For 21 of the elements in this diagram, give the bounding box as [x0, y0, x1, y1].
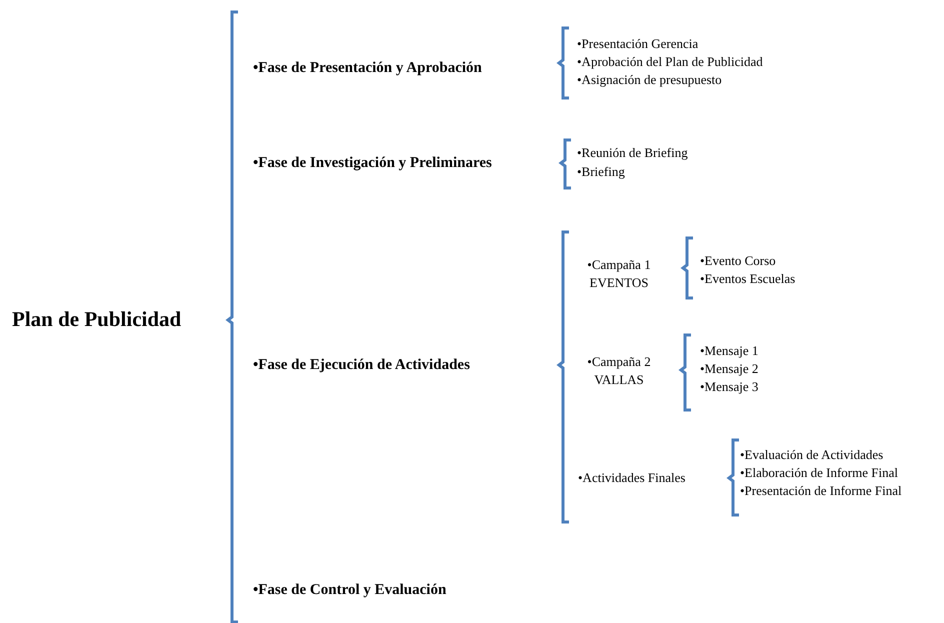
sub-item: •Evaluación de Actividades	[740, 446, 884, 464]
phase-item: •Fase de Investigación y Preliminares	[253, 154, 492, 172]
sub-item: •Actividades Finales	[578, 469, 686, 487]
sub-item: •Aprobación del Plan de Publicidad	[577, 53, 763, 71]
sub-item: •Reunión de Briefing	[577, 144, 688, 162]
root-topic: Plan de Publicidad	[12, 310, 182, 328]
sub-item: •Mensaje 1	[700, 342, 758, 360]
phase-item: •Fase de Control y Evaluación	[253, 581, 446, 599]
sub-item: •Campaña 1 EVENTOS	[573, 256, 665, 292]
sub-item: •Mensaje 3	[700, 378, 758, 396]
sub-item: •Briefing	[577, 163, 625, 181]
sub-item: •Elaboración de Informe Final	[740, 464, 898, 482]
phase-item: •Fase de Ejecución de Actividades	[253, 356, 470, 374]
sub-item: •Mensaje 2	[700, 360, 758, 378]
sub-item: •Asignación de presupuesto	[577, 71, 722, 89]
sub-item: •Eventos Escuelas	[700, 270, 796, 288]
sub-item: •Presentación Gerencia	[577, 35, 698, 53]
sub-item: •Evento Corso	[700, 252, 776, 270]
phase-item: •Fase de Presentación y Aprobación	[253, 59, 482, 77]
sub-item: •Presentación de Informe Final	[740, 482, 902, 500]
sub-item: •Campaña 2 VALLAS	[573, 353, 665, 389]
